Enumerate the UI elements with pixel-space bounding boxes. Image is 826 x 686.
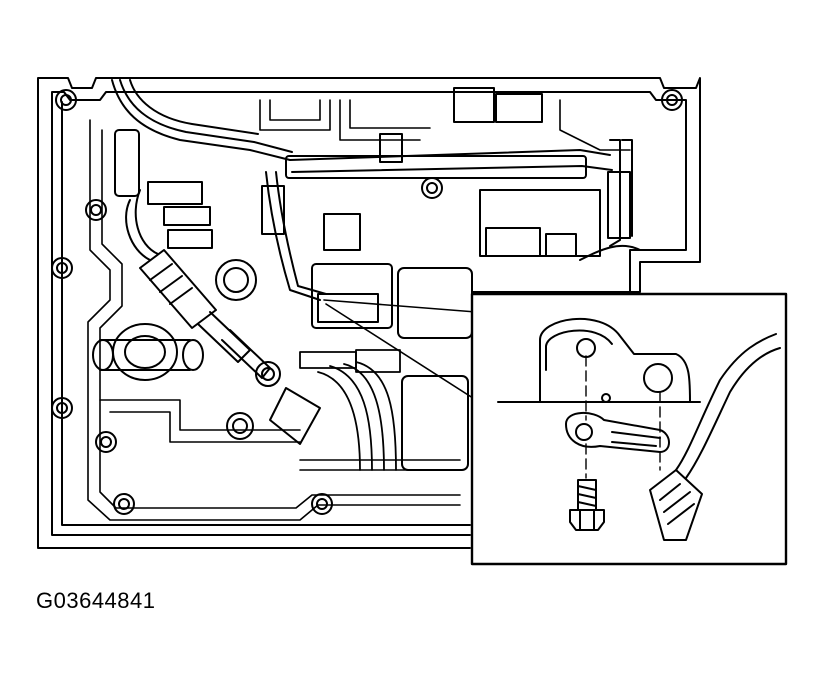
- plug-boss: [215, 259, 257, 301]
- alignment-lines: [585, 355, 661, 479]
- solenoid-connector: [139, 249, 321, 445]
- harness-tubes: [299, 349, 401, 471]
- bolt-hole: [421, 177, 443, 199]
- bolt-hole: [255, 361, 281, 387]
- inset-leader-lines: [323, 299, 477, 401]
- bolt-hole: [85, 199, 107, 221]
- harness-connectors: [114, 87, 631, 257]
- bolt-hole: [113, 493, 135, 515]
- bolt-hole: [311, 493, 333, 515]
- oil-tube-boss: [92, 323, 204, 381]
- bolt-hole: [226, 412, 254, 440]
- bolt-hole: [51, 397, 73, 419]
- bolt-hole: [661, 89, 683, 111]
- valve-body-outline: [37, 77, 701, 549]
- inset-detail-panel: [470, 292, 788, 566]
- gasket-channels: [87, 99, 631, 521]
- bolt-hole: [95, 431, 117, 453]
- solenoid-wire-connector-icon: [649, 333, 781, 541]
- mounting-bolt-icon: [569, 479, 605, 531]
- solenoid-bodies: [311, 189, 601, 471]
- solenoid-mounting-plate: [565, 412, 670, 453]
- bolt-hole: [55, 89, 77, 111]
- bolt-hole: [51, 257, 73, 279]
- figure-code-label: G03644841: [36, 588, 156, 613]
